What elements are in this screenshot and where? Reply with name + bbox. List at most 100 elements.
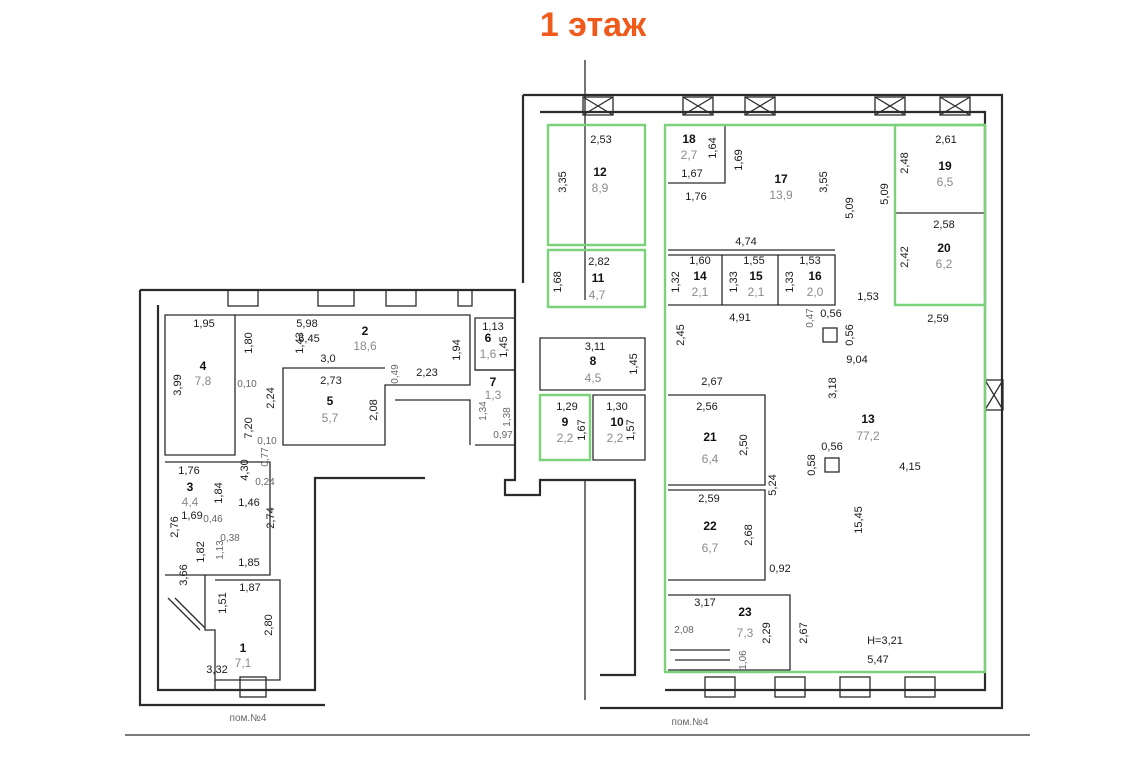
- dimension: 2,67: [798, 622, 810, 643]
- dimension: 3,55: [818, 171, 830, 192]
- dimension: 1,68: [552, 271, 564, 292]
- dimension: 2,59: [698, 493, 719, 505]
- dimension: 1,45: [498, 336, 510, 357]
- room-23-number: 23: [738, 605, 752, 619]
- dimension: 1,69: [733, 149, 745, 170]
- room-7-number: 7: [490, 375, 497, 389]
- dimension: 1,43: [294, 332, 306, 353]
- notes: пом.№4 пом.№4: [230, 713, 709, 728]
- dimension: 1,87: [239, 582, 260, 594]
- room-22-area: 6,7: [702, 541, 719, 555]
- room-20-number: 20: [937, 241, 951, 255]
- room-13-number: 13: [861, 412, 875, 426]
- room-15-area: 2,1: [748, 285, 765, 299]
- room-9-number: 9: [562, 415, 569, 429]
- room-18-number: 18: [682, 132, 696, 146]
- dimension: 1,06: [738, 650, 749, 670]
- dimension: 4,74: [735, 236, 756, 248]
- dimension: 2,67: [701, 376, 722, 388]
- dimension: 1,76: [685, 191, 706, 203]
- dimension: 2,24: [265, 387, 277, 408]
- dimension: 1,29: [556, 401, 577, 413]
- dimension: 1,53: [799, 255, 820, 267]
- room-2-number: 2: [362, 324, 369, 338]
- dimension: 2,23: [416, 367, 437, 379]
- room-14-number: 14: [693, 269, 707, 283]
- dimension: 2,08: [674, 625, 694, 636]
- dimension: 6,45: [298, 333, 319, 345]
- dimension: 2,82: [588, 256, 609, 268]
- room-16-number: 16: [808, 269, 822, 283]
- room-11-area: 4,7: [589, 288, 606, 302]
- dimension: 0,97: [493, 430, 513, 441]
- room-11-number: 11: [592, 271, 605, 285]
- dimension: 1,94: [451, 339, 463, 360]
- dimension: 0,10: [257, 436, 277, 447]
- dimension: 5,47: [867, 654, 888, 666]
- dimension: 2,29: [761, 622, 773, 643]
- room-4-number: 4: [200, 359, 207, 373]
- dimension: 0,92: [769, 563, 790, 575]
- dimension: 1,64: [707, 137, 719, 158]
- dimension: 0,46: [203, 514, 223, 525]
- room-19-number: 19: [938, 159, 952, 173]
- dimension: 1,67: [681, 168, 702, 180]
- dimension: 2,08: [368, 399, 380, 420]
- dimension: 3,66: [178, 564, 190, 585]
- dimension: 3,99: [172, 374, 184, 395]
- dimension: 1,51: [217, 592, 229, 613]
- dimension: 4,91: [729, 312, 750, 324]
- dimension: 2,42: [899, 246, 911, 267]
- dimension: 1,32: [670, 271, 682, 292]
- room-12-area: 8,9: [592, 181, 609, 195]
- dimension: 2,61: [935, 134, 956, 146]
- dimension: 0,47: [805, 308, 816, 328]
- dimension: 0,24: [255, 477, 275, 488]
- dimension: 1,57: [625, 419, 637, 440]
- dimension: 2,56: [696, 401, 717, 413]
- room-21-area: 6,4: [702, 452, 719, 466]
- dimension: 0,49: [390, 364, 401, 384]
- room-5-area: 5,7: [322, 411, 339, 425]
- dimension: 2,80: [263, 614, 275, 635]
- dimension: 0,56: [844, 324, 856, 345]
- dimension: 4,15: [899, 461, 920, 473]
- dimension: 7,20: [243, 417, 255, 438]
- dimension: 3,35: [557, 171, 569, 192]
- dimension: 2,48: [899, 152, 911, 173]
- dimension: 1,55: [743, 255, 764, 267]
- room-labels: 1 7,1 2 18,6 3 4,4 4 7,8 5 5,7 6 1,6 7 1…: [182, 132, 954, 670]
- room-reference-note: пом.№4: [230, 713, 267, 724]
- dimension: 2,59: [927, 313, 948, 325]
- dimension: 2,53: [590, 134, 611, 146]
- dimension: 1,45: [628, 353, 640, 374]
- dimension: 2,76: [169, 516, 181, 537]
- dimension: 2,74: [265, 507, 277, 528]
- room-10-number: 10: [610, 415, 624, 429]
- floor-title: 1 этаж: [539, 6, 647, 44]
- room-2-area: 18,6: [353, 339, 377, 353]
- dimension: 4,30: [239, 459, 251, 480]
- room-15-number: 15: [749, 269, 763, 283]
- room-20-area: 6,2: [936, 257, 953, 271]
- dimension: 1,13: [482, 321, 503, 333]
- room-1-number: 1: [240, 641, 247, 655]
- dimension: 5,09: [844, 197, 856, 218]
- dimension: 1,33: [784, 271, 796, 292]
- dimension: 0,56: [820, 308, 841, 320]
- dimension: 1,38: [502, 407, 513, 427]
- dimension: 1,60: [689, 255, 710, 267]
- dimension-labels: 2,53 3,35 1,64 1,69 1,67 3,55 1,76 5,09 …: [169, 134, 957, 676]
- dimension: 1,34: [478, 401, 489, 421]
- room-21-number: 21: [703, 430, 717, 444]
- room-12-number: 12: [593, 165, 607, 179]
- dimension: 0,10: [237, 379, 257, 390]
- dimension: 3,11: [585, 341, 606, 353]
- room-4-area: 7,8: [195, 374, 212, 388]
- room-6-number: 6: [485, 331, 492, 345]
- dimension: 3,0: [320, 353, 335, 365]
- dimension: 1,84: [213, 482, 225, 503]
- room-16-area: 2,0: [807, 285, 824, 299]
- room-1-area: 7,1: [235, 656, 252, 670]
- dimension: 0,56: [821, 441, 842, 453]
